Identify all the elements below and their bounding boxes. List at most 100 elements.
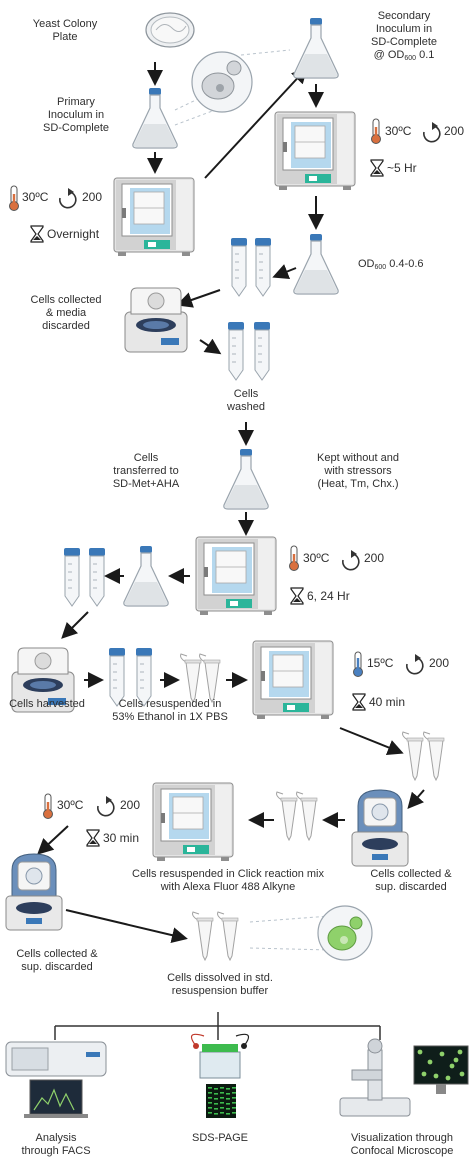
transferred-label: Cells transferred to SD-Met+AHA — [112, 452, 180, 490]
tube-icon — [88, 547, 106, 607]
stressors-label: Kept without and with stressors (Heat, T… — [317, 452, 399, 490]
incubator-icon — [195, 536, 277, 616]
tube-icon — [230, 237, 248, 297]
gel-band — [226, 1093, 230, 1095]
eppendorf-icon — [217, 911, 239, 961]
arrow — [37, 825, 69, 855]
fluorescent-cell — [453, 1057, 459, 1063]
rpm-text: 200 — [364, 551, 385, 565]
gel-band — [220, 1087, 224, 1089]
incubator-icon — [113, 177, 195, 257]
cells-collected-label: Cells collected & media discarded — [30, 294, 102, 332]
facs-machine-icon — [5, 1041, 107, 1118]
incubator-icon — [274, 111, 356, 191]
gel-band — [232, 1112, 236, 1114]
centrifuge-icon — [351, 789, 409, 867]
gel-band — [220, 1112, 224, 1114]
petri-dish-icon — [145, 12, 195, 48]
gel-band — [214, 1093, 218, 1095]
branch-bracket — [54, 1012, 381, 1040]
gel-band — [232, 1097, 236, 1099]
thermometer-icon — [371, 118, 381, 144]
eppendorf-icon — [402, 731, 424, 781]
eppendorf-icon — [180, 653, 202, 703]
gel-band — [220, 1092, 224, 1094]
incubator-icon — [152, 782, 234, 862]
fluorescent-cell — [459, 1071, 465, 1077]
temperature-text: 30ºC — [303, 551, 330, 565]
primary-inoculum-label: Primary Inoculum in SD-Complete — [42, 96, 110, 134]
hourglass-icon — [370, 159, 384, 177]
arrow — [176, 289, 221, 308]
fluorescent-cell — [439, 1051, 445, 1057]
gel-band — [214, 1108, 218, 1110]
zoom-line — [249, 915, 331, 923]
zoom-line — [174, 109, 216, 126]
centrifuge-icon — [5, 853, 63, 931]
sds-page-icon — [190, 1033, 250, 1118]
eppendorf-icon — [423, 731, 445, 781]
gel-band — [232, 1087, 236, 1089]
gel-band — [226, 1098, 230, 1100]
flask-icon — [223, 448, 269, 510]
eppendorf-icon — [192, 911, 214, 961]
fluorescent-cell — [433, 1073, 439, 1079]
click-mix-label: Cells resuspended in Click reaction mix … — [132, 868, 324, 893]
od-check-label: OD600 0.4-0.6 — [358, 258, 424, 271]
rpm-text: 200 — [82, 190, 103, 204]
gel-band — [226, 1113, 230, 1115]
hourglass-icon — [86, 829, 100, 847]
sds-page-label: SDS-PAGE — [191, 1132, 249, 1144]
time-text: 40 min — [369, 695, 406, 709]
arrow — [272, 264, 297, 279]
gel-band — [226, 1088, 230, 1090]
rotation-icon — [342, 549, 360, 571]
gel-band — [220, 1107, 224, 1109]
tube-icon — [254, 237, 272, 297]
temperature-text: 30ºC — [22, 190, 49, 204]
time-text: 30 min — [103, 831, 140, 845]
flask-icon — [132, 87, 178, 149]
temperature-text: 30ºC — [385, 124, 412, 138]
hourglass-icon — [290, 587, 304, 605]
gel-band — [232, 1107, 236, 1109]
flask-icon — [293, 233, 339, 295]
dissolved-label: Cells dissolved in std. resuspension buf… — [167, 972, 273, 997]
secondary-inoculum-label: Secondary Inoculum in SD-Complete — [370, 10, 438, 48]
fluorescent-cell — [421, 1071, 427, 1077]
gel-band — [208, 1097, 212, 1099]
flask-icon — [293, 17, 339, 79]
tube-icon — [227, 321, 245, 381]
arrow — [65, 909, 188, 944]
zoom-line — [249, 947, 331, 951]
arrow — [199, 338, 222, 355]
fluorescent-cell — [445, 1075, 451, 1081]
gel-band — [232, 1092, 236, 1094]
gel-lanes — [208, 1087, 236, 1115]
rotation-icon — [423, 121, 441, 143]
rpm-text: 200 — [120, 798, 141, 812]
thermometer-icon — [289, 545, 299, 571]
rotation-icon — [59, 187, 77, 209]
collected-sup-label: Cells collected & sup. discarded — [16, 948, 98, 973]
eppendorf-icon — [276, 791, 298, 841]
yeast-plate-label: Yeast Colony Plate — [32, 18, 98, 43]
gel-band — [232, 1102, 236, 1104]
gel-band — [208, 1107, 212, 1109]
gel-band — [208, 1092, 212, 1094]
gel-band — [214, 1103, 218, 1105]
confocal-label: Visualization through Confocal Microscop… — [350, 1132, 454, 1157]
temperature-text: 15ºC — [367, 656, 394, 670]
gel-band — [220, 1102, 224, 1104]
rotation-icon — [406, 653, 424, 675]
centrifuge-icon — [124, 287, 188, 353]
gel-band — [220, 1097, 224, 1099]
gel-band — [208, 1112, 212, 1114]
resuspended-ethanol-label: Cells resuspended in 53% Ethanol in 1X P… — [112, 698, 228, 723]
zoom-line — [240, 49, 291, 56]
collected-sup-label: Cells collected & sup. discarded — [370, 868, 452, 893]
arrow — [204, 67, 308, 179]
flask-icon — [123, 545, 169, 607]
gel-band — [226, 1103, 230, 1105]
